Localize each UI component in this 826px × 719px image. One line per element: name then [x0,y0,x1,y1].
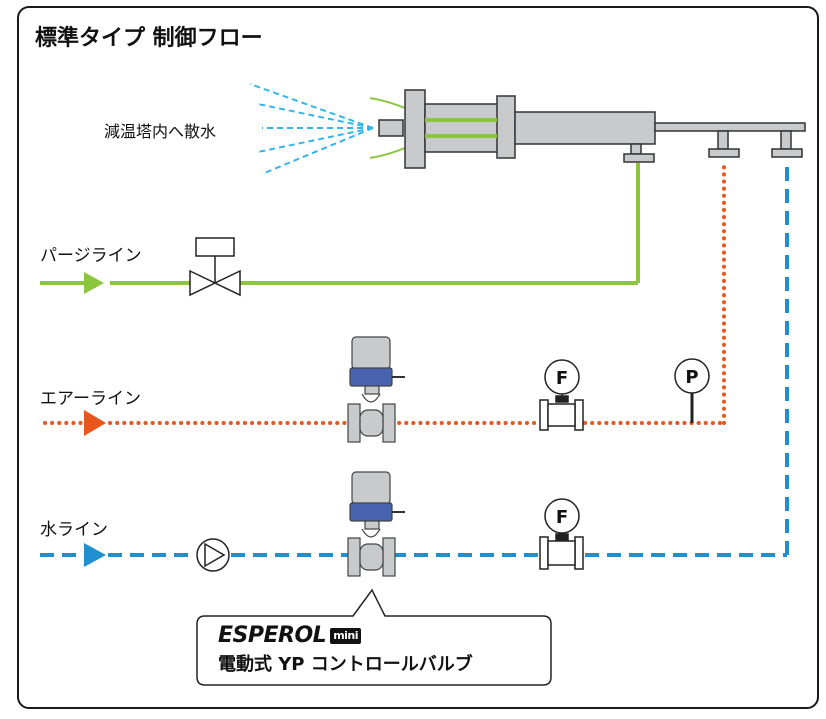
purge-solenoid-valve [189,237,241,297]
callout-bubble [196,588,552,686]
spray-label: 減温塔内へ散水 [104,122,217,141]
water-line [40,162,789,557]
air-flow-meter-letter: F [556,368,568,389]
water-line-label: 水ライン [40,520,108,540]
air-line [43,160,726,425]
brand-badge: mini [330,627,362,644]
diagram-frame [17,6,819,709]
spray-lance [378,89,806,169]
brand-logo: ESPEROL mini [218,623,548,648]
water-flow-meter [539,498,584,570]
water-flow-arrow [84,543,106,567]
water-control-valve [347,471,405,577]
lance-green-tubes [425,118,497,138]
pressure-gauge-letter: P [685,367,698,388]
air-control-valve [347,336,405,443]
brand-name: ESPEROL [218,623,327,648]
spray-fan [249,83,374,175]
callout-text: ESPEROL mini 電動式 YP コントロールバルブ [218,623,548,676]
air-line-label: エアーライン [40,389,141,409]
air-flow-meter [539,359,584,431]
purge-flow-arrow [84,272,104,294]
water-pump [196,538,230,572]
purge-line-label: パージライン [40,246,142,266]
purge-line [40,163,640,285]
pressure-gauge [674,358,710,423]
air-flow-arrow [84,410,106,436]
water-flow-meter-letter: F [556,507,568,528]
product-name: 電動式 YP コントロールバルブ [218,654,473,675]
diagram-title: 標準タイプ 制御フロー [35,26,263,51]
